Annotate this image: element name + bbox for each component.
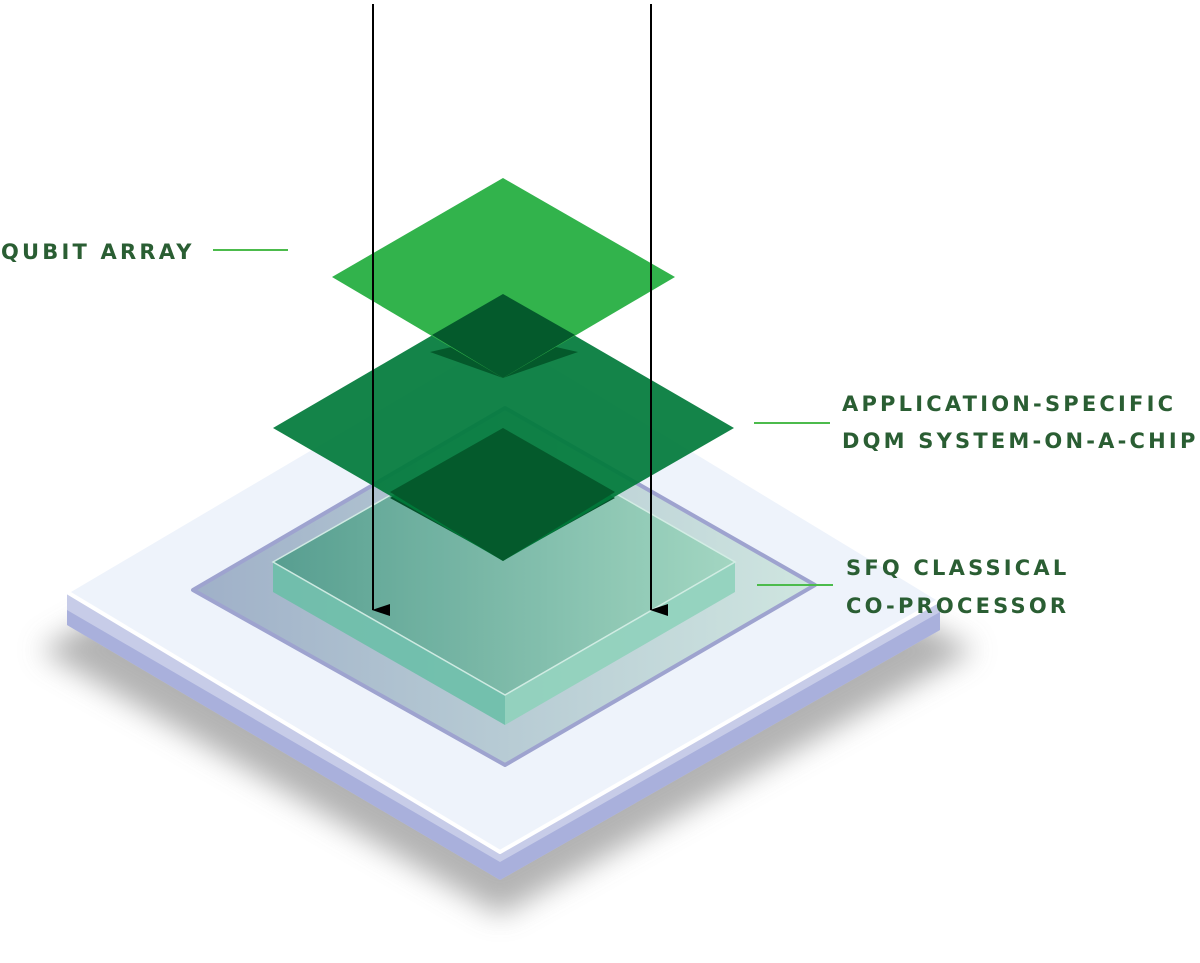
sfq-label-line2: CO-PROCESSOR — [846, 594, 1070, 618]
asic-soc-layer — [273, 294, 734, 561]
asic-inner-well — [390, 428, 615, 561]
asic-leader-line — [754, 422, 830, 424]
qubit-array-layer — [332, 178, 675, 378]
qubit-overlap — [432, 294, 575, 378]
sfq-coprocessor-side-right — [505, 562, 735, 725]
qubit-leader-line — [213, 249, 288, 251]
sfq-coprocessor-side-left — [273, 562, 505, 725]
asic-label-line1: APPLICATION-SPECIFIC — [842, 392, 1177, 416]
qubit-array-label: QUBIT ARRAY — [1, 240, 195, 264]
sfq-leader-line — [757, 584, 833, 586]
sfq-label-line1: SFQ CLASSICAL — [846, 556, 1070, 580]
asic-label-line2: DQM SYSTEM-ON-A-CHIP — [842, 429, 1199, 453]
